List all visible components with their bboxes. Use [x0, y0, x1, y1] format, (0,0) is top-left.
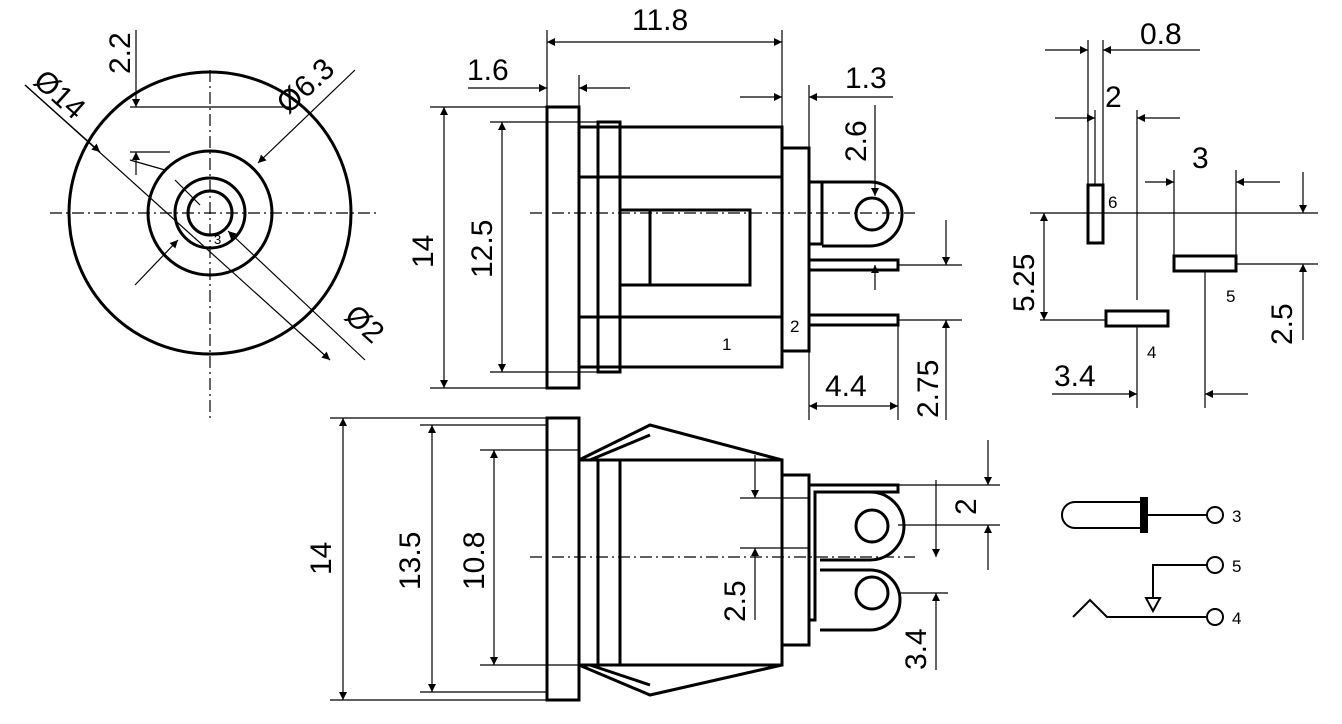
- side-body-height-label: 12.5: [466, 220, 499, 278]
- lug-height-label: 2.6: [840, 120, 873, 162]
- top-lug-width-label: 2: [950, 498, 983, 515]
- outer-diameter-label: Ø14: [27, 64, 91, 126]
- pcb-pin5-label: 5: [1226, 287, 1235, 306]
- top-bottom-offset-label: 3.4: [900, 628, 933, 670]
- schematic-pin3-label: 3: [1232, 507, 1241, 526]
- front-pin-label: 3: [214, 232, 221, 247]
- top-outer-height-label: 13.5: [394, 532, 427, 590]
- schematic-pin5-terminal: [1206, 556, 1224, 574]
- pad-width-label: 3: [1192, 142, 1209, 175]
- horizontal-offset-label: 3.4: [1054, 360, 1096, 393]
- schematic-pin3-terminal: [1206, 506, 1224, 524]
- top-lug-offset-label: 2.5: [719, 580, 752, 622]
- top-flange-height-label: 14: [305, 542, 338, 575]
- pad-offset-label: 2.5: [1266, 303, 1299, 345]
- pin-spacing-label: 4.4: [825, 370, 867, 403]
- front-view: 2.2 Ø14 Ø6.3 Ø2 3: [24, 30, 390, 420]
- schematic-pin5-label: 5: [1232, 557, 1241, 576]
- schematic-pin4-terminal: [1206, 608, 1224, 626]
- overall-length-label: 11.8: [632, 4, 688, 37]
- pcb-layout: 0.8 2 3 5.25 2.5 3.4 6 5 4: [1008, 18, 1318, 408]
- vertical-offset-label: 5.25: [1008, 254, 1041, 312]
- schematic-symbol: 3 5 4: [1061, 497, 1241, 628]
- front-offset-label: 2.2: [104, 32, 137, 74]
- pin-width-label: 0.8: [1140, 18, 1182, 51]
- side-flange-height-label: 14: [407, 235, 440, 268]
- rear-offset-label: 1.3: [845, 62, 887, 95]
- top-body-height-label: 10.8: [458, 532, 491, 590]
- pcb-pin4-label: 4: [1147, 343, 1156, 362]
- pin1-label: 1: [722, 335, 731, 354]
- pin-gap-label: 2: [1105, 81, 1122, 114]
- pcb-pin6-label: 6: [1108, 193, 1117, 212]
- flange-thickness-label: 1.6: [467, 54, 509, 87]
- pin-offset-label: 2.75: [912, 360, 945, 418]
- pin2-label: 2: [790, 317, 799, 336]
- side-view: 11.8 1.6 1.3 2.6 14 12.5 4.4 2.75 1 2: [407, 4, 962, 420]
- schematic-pin4-label: 4: [1232, 609, 1241, 628]
- top-view: 14 13.5 10.8 2.5 2 3.4: [305, 416, 1000, 702]
